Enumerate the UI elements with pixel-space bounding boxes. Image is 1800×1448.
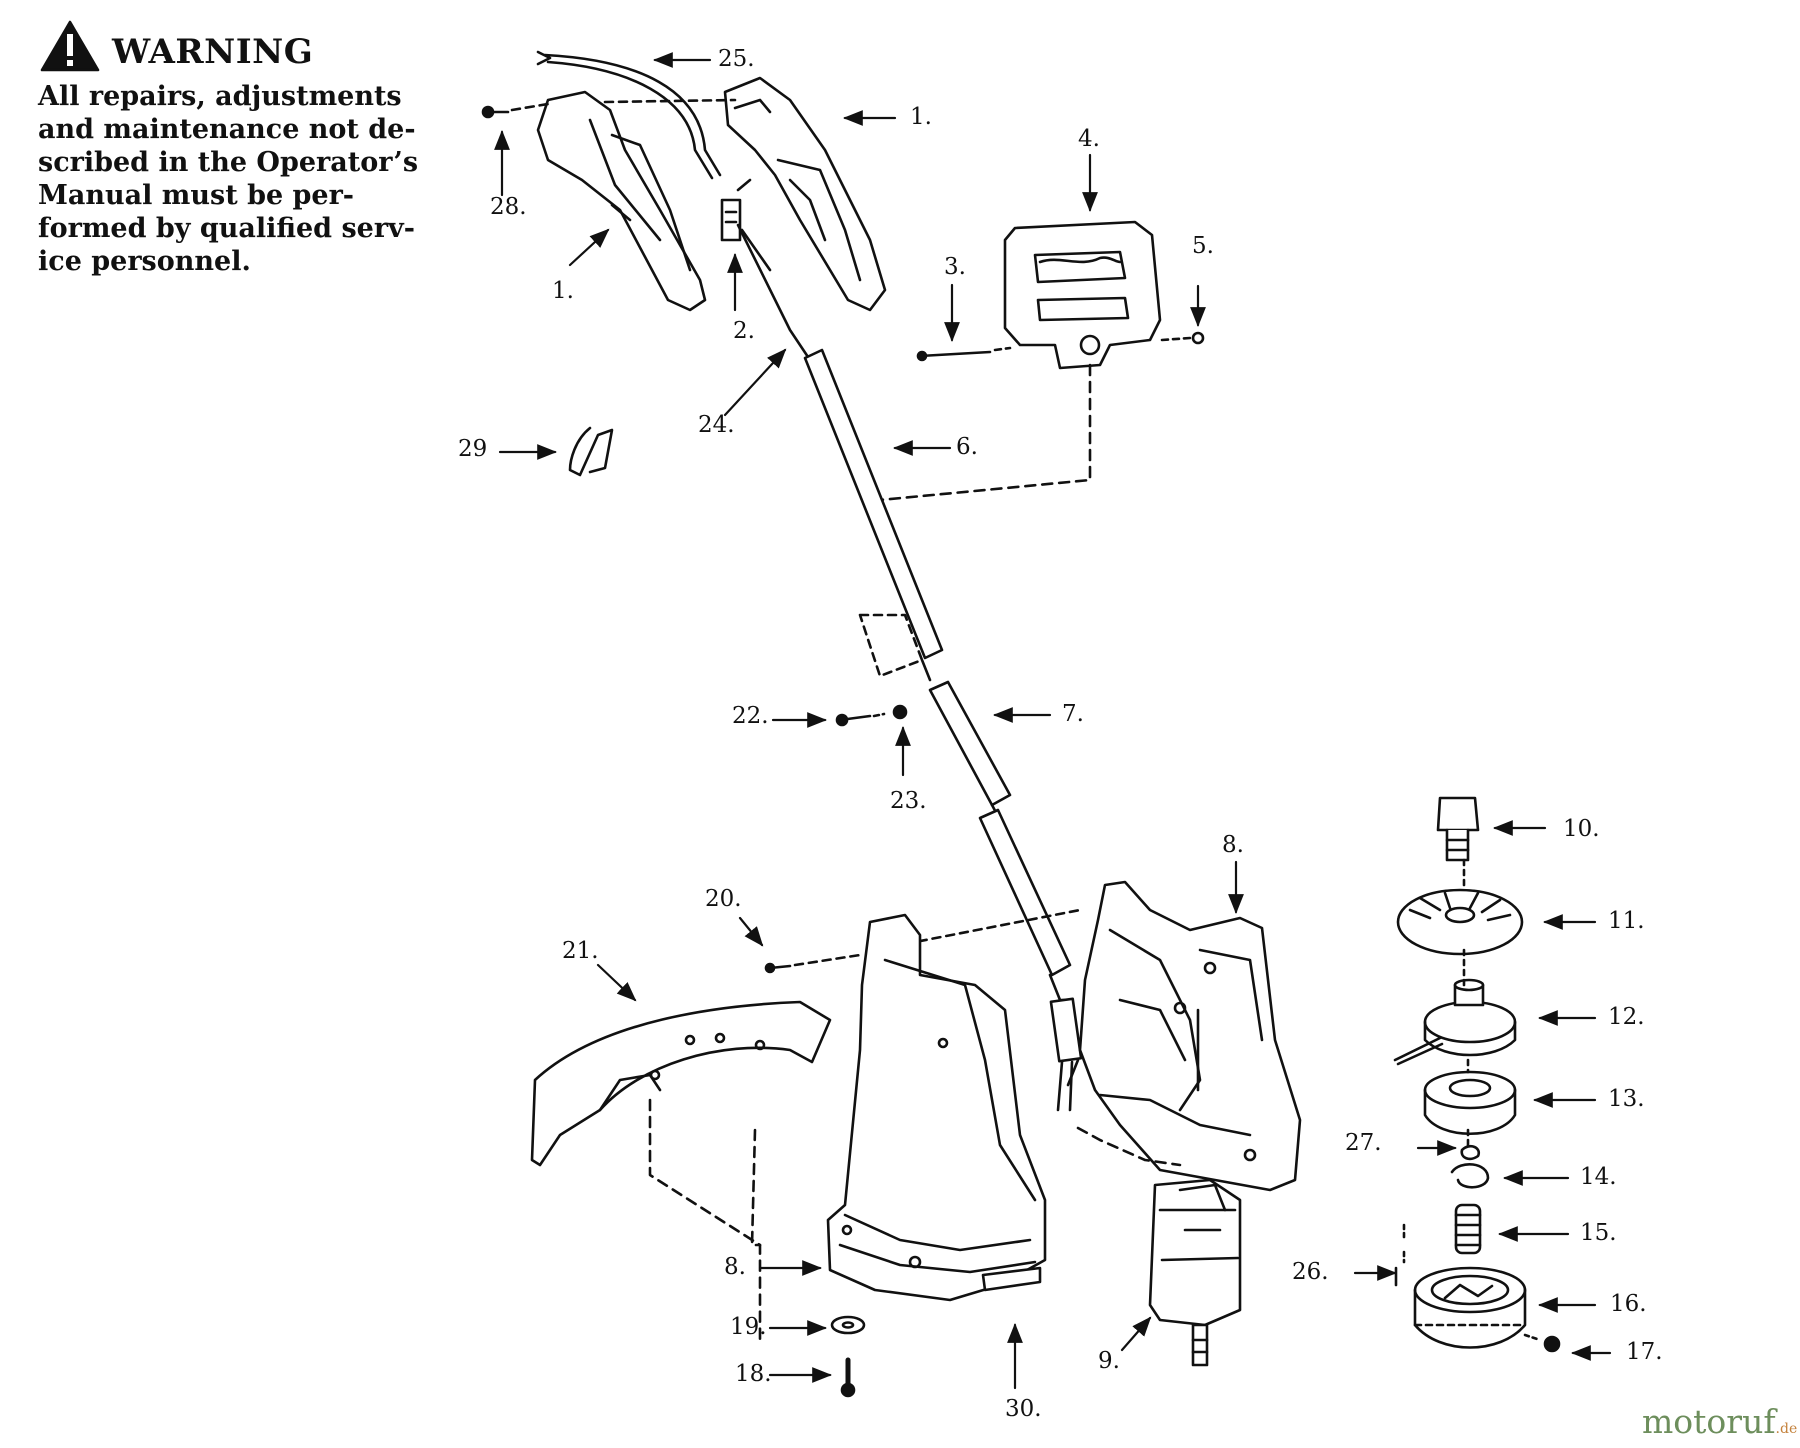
callout-7: 7. xyxy=(1062,701,1084,727)
part-1-handle-right xyxy=(723,76,887,312)
part-6-upper-tube xyxy=(803,348,944,660)
callout-14: 14. xyxy=(1580,1164,1617,1190)
housing-dashed-line xyxy=(750,1128,762,1247)
warning-title: WARNING xyxy=(112,32,314,72)
part-22-screw xyxy=(835,712,886,727)
callout-12: 12. xyxy=(1608,1004,1645,1030)
callout-27: 27. xyxy=(1345,1130,1382,1156)
warning-line: formed by qualified serv- xyxy=(38,213,415,244)
callout-16: 16. xyxy=(1610,1291,1647,1317)
part-10-spool-bolt xyxy=(1436,796,1480,862)
part-2-switch xyxy=(720,178,752,242)
callout-21: 21. xyxy=(562,938,599,964)
arrow-21 xyxy=(596,963,637,1002)
callout-13: 13. xyxy=(1608,1086,1645,1112)
part-5-nut xyxy=(1160,331,1205,345)
part-29-cord-clip xyxy=(568,426,614,477)
part-16-hub xyxy=(1413,1266,1527,1349)
callout-11: 11. xyxy=(1608,908,1645,934)
part-18-screw xyxy=(840,1357,856,1398)
callout-4: 4. xyxy=(1078,126,1100,152)
warning-line: All repairs, adjustments xyxy=(38,81,402,112)
callout-1-right: 1. xyxy=(910,104,932,130)
aux-handle-mount-line xyxy=(878,363,1092,502)
guard-mount-dashed-line xyxy=(648,1098,762,1342)
part-23-nut xyxy=(892,704,908,720)
lower-tube xyxy=(978,808,1083,1112)
part-21-guard xyxy=(530,1000,832,1167)
callout-3: 3. xyxy=(944,254,966,280)
callout-23: 23. xyxy=(890,788,927,814)
callout-18: 18. xyxy=(735,1361,772,1387)
callout-24: 24. xyxy=(698,412,735,438)
warning-triangle-icon xyxy=(40,20,100,72)
part-7-middle-tube xyxy=(920,658,1012,822)
part-20-screw xyxy=(764,908,1082,974)
part-14-washer xyxy=(1450,1163,1490,1189)
part-9-motor xyxy=(1148,1178,1242,1367)
part-15-spring xyxy=(1454,1203,1482,1255)
watermark-logo: motoruf.de xyxy=(1642,1405,1797,1438)
callout-15: 15. xyxy=(1580,1220,1617,1246)
callout-19: 19. xyxy=(730,1314,767,1340)
callout-10: 10. xyxy=(1563,816,1600,842)
warning-line: ice personnel. xyxy=(38,246,251,277)
part-8-housing-left xyxy=(826,913,1047,1302)
arrow-24 xyxy=(723,348,787,417)
callout-22: 22. xyxy=(732,703,769,729)
callout-5: 5. xyxy=(1192,233,1214,259)
part-3-bolt xyxy=(916,346,1012,362)
callout-26: 26. xyxy=(1292,1259,1329,1285)
watermark-suffix: .de xyxy=(1775,1421,1798,1437)
callout-9: 9. xyxy=(1098,1348,1120,1374)
warning-line: scribed in the Operator’s xyxy=(38,147,419,178)
warning-line: Manual must be per- xyxy=(38,180,355,211)
part-11-spool-cover xyxy=(1396,888,1524,956)
callout-29: 29 xyxy=(458,436,488,462)
callout-28: 28. xyxy=(490,194,527,220)
warning-text: All repairs, adjustments and maintenance… xyxy=(38,80,430,278)
callout-20: 20. xyxy=(705,886,742,912)
spool-axis-line xyxy=(1462,858,1470,1147)
part-12-spool xyxy=(1393,978,1517,1066)
part-13-ring xyxy=(1423,1070,1517,1135)
part-17-nut xyxy=(1523,1333,1561,1353)
part-24-cable xyxy=(736,223,812,362)
part-26-pin xyxy=(1394,1223,1406,1287)
callout-8-left: 8. xyxy=(724,1254,746,1280)
callout-25: 25. xyxy=(718,46,755,72)
callout-8-right: 8. xyxy=(1222,832,1244,858)
callout-1-left: 1. xyxy=(552,278,574,304)
leader-arrows xyxy=(494,52,1612,1390)
part-8-housing-right xyxy=(1078,880,1302,1192)
motor-cable-dashed-line xyxy=(1076,1126,1182,1167)
callout-6: 6. xyxy=(956,434,978,460)
arrow-20 xyxy=(738,916,764,947)
part-1-handle-left xyxy=(536,90,707,312)
callout-2: 2. xyxy=(733,318,755,344)
part-19-washer xyxy=(830,1315,866,1335)
watermark-text: motoruf xyxy=(1642,1402,1776,1441)
warning-line: and maintenance not de- xyxy=(38,114,416,145)
arrow-9 xyxy=(1120,1316,1152,1352)
part-27-clip xyxy=(1460,1144,1481,1161)
part-4-auxiliary-handle xyxy=(1003,220,1162,370)
callout-30: 30. xyxy=(1005,1396,1042,1422)
part-25-switch-cable xyxy=(536,50,722,180)
arrow-1-left xyxy=(568,228,610,267)
callout-17: 17. xyxy=(1626,1339,1663,1365)
part-28-screw xyxy=(481,98,737,119)
